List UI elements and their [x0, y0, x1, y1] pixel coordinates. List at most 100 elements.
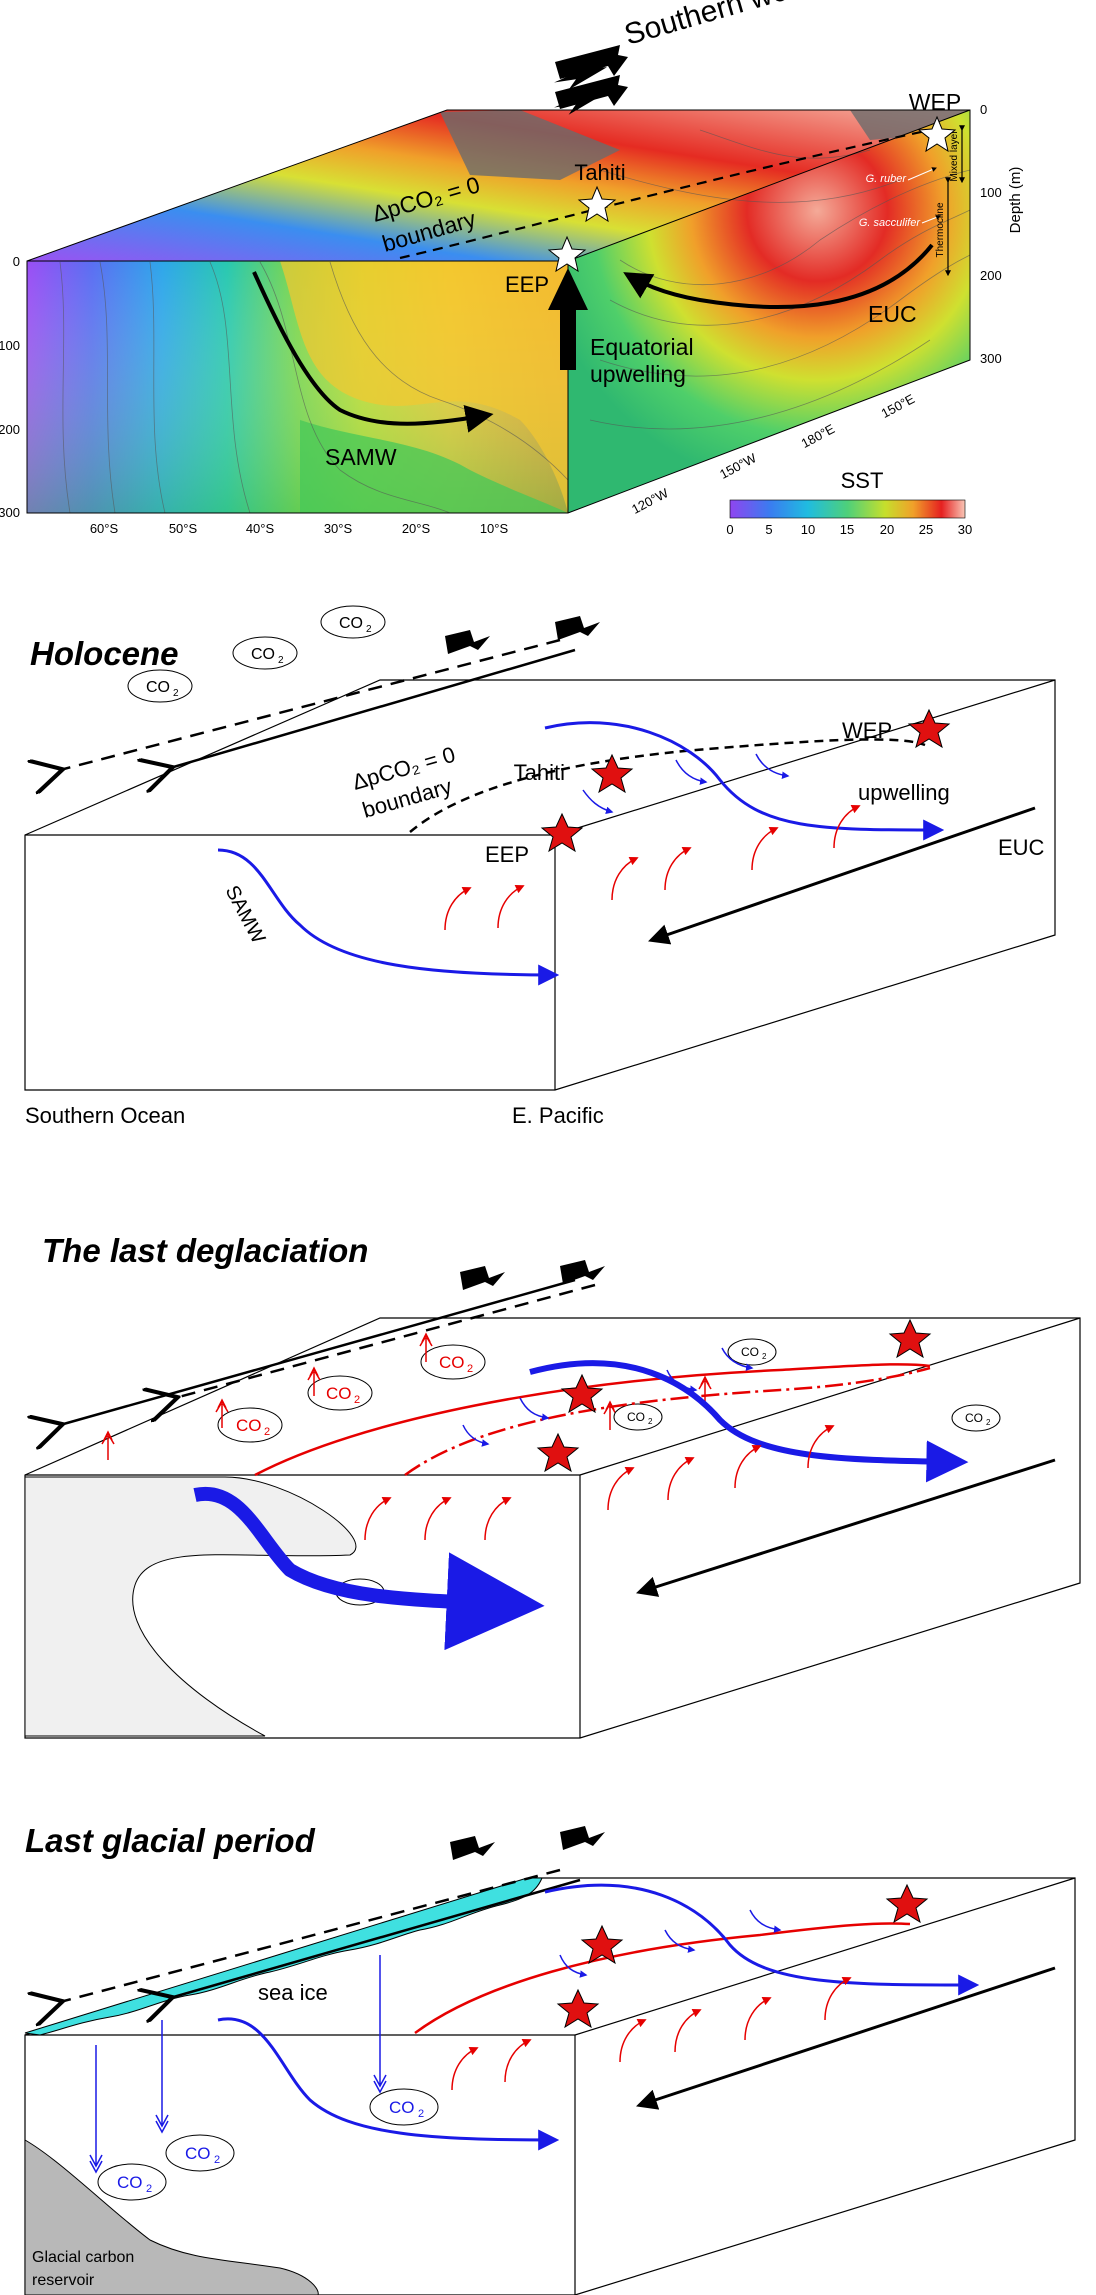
co2-subscript: 2	[986, 1418, 991, 1427]
co2-bubble-red: CO 2	[420, 1344, 486, 1380]
samw-arrow	[252, 271, 494, 433]
wind-arrow-icon	[554, 67, 607, 90]
mixed-layer-label: Mixed layer	[949, 130, 960, 182]
longitude-tick: 120°W	[629, 485, 671, 517]
co2-bubble-blue: CO 2	[369, 2088, 439, 2126]
co2-bubble-small: CO 2	[613, 1403, 663, 1431]
longitude-tick: 180°E	[799, 421, 838, 451]
star-tahiti	[590, 753, 634, 794]
samw-arrow	[193, 1486, 545, 1651]
boundary-line-red	[414, 1922, 911, 2035]
co2-text: CO	[146, 679, 170, 696]
wind-dashed-arrow	[60, 1868, 561, 2002]
depth-axis-label: Depth (m)	[1007, 167, 1024, 234]
eep-label: EEP	[505, 272, 549, 297]
colorbar-tick: 20	[880, 522, 894, 537]
outgassing-arrows	[101, 1332, 712, 1460]
panel4-box	[24, 1877, 1076, 2295]
right-depth-tick: 300	[980, 351, 1002, 366]
star-eep	[547, 235, 587, 273]
samw-label: SAMW	[325, 444, 397, 470]
colorbar-tick: 30	[958, 522, 972, 537]
co2-bubble-small: CO 2	[727, 1338, 777, 1366]
wind-solid-arrow	[170, 1878, 581, 1998]
latitude-tick: 60°S	[90, 521, 119, 536]
euc-arrow	[635, 1458, 1056, 1597]
euc-arrow	[623, 243, 934, 310]
longitude-tick: 150°E	[879, 391, 918, 421]
co2-subscript: 2	[354, 1394, 360, 1406]
right-depth-axis: 0 100 200 300 Depth (m) Mixed layer Ther…	[859, 102, 1024, 366]
upwelling-label: upwelling	[858, 780, 950, 805]
tahiti-label: Tahiti	[574, 160, 625, 185]
land-mass	[440, 110, 620, 180]
star	[888, 1318, 932, 1359]
wep-label: WEP	[842, 718, 892, 743]
euc-arrow	[648, 806, 1036, 945]
wep-label: WEP	[909, 89, 961, 115]
colorbar-title: SST	[841, 468, 884, 493]
panel4-title: Last glacial period	[25, 1822, 316, 1859]
glacial-carbon-reservoir	[24, 2139, 319, 2295]
left-depth-axis: 0 100 200 300	[0, 254, 20, 520]
wind-arrow-icon	[460, 1266, 505, 1290]
wind-arrow-icon	[560, 1826, 605, 1850]
co2-subscript: 2	[366, 624, 372, 635]
wind-arrow-icon	[445, 630, 490, 654]
latitude-tick: 30°S	[324, 521, 353, 536]
samw-arrow	[217, 2017, 560, 2151]
star	[580, 1924, 624, 1965]
longitude-tick: 150°W	[717, 450, 759, 482]
panel3-box	[24, 1317, 1081, 1739]
right-depth-tick: 100	[980, 185, 1002, 200]
co2-sink-arrows	[89, 1955, 387, 2174]
colorbar-tick: 25	[919, 522, 933, 537]
co2-subscript: 2	[762, 1352, 767, 1361]
upwelling-label-1: Equatorial	[590, 334, 694, 360]
co2-subscript: 2	[467, 1363, 473, 1375]
star-wep	[917, 115, 957, 153]
co2-text: CO	[326, 1384, 352, 1403]
co2-bubble: CO 2	[320, 605, 386, 639]
upwelling-label-2: upwelling	[590, 361, 686, 387]
co2-subscript: 2	[264, 1426, 270, 1438]
panel1-sst-section: 0 100 200 300 60°S 50°S 40°S 30°S 20°S 1…	[0, 0, 1024, 537]
westerlies-label: Southern westries	[621, 0, 861, 52]
euc-arrow	[636, 1966, 1056, 2110]
contour-lines	[59, 129, 971, 514]
co2-subscript: 2	[278, 655, 284, 666]
panel2-box	[24, 679, 1056, 1091]
sea-ice-label: sea ice	[258, 1980, 328, 2005]
co2-text: CO	[339, 615, 363, 632]
star-eep	[540, 812, 584, 853]
co2-subscript: 2	[418, 2108, 424, 2120]
tahiti-label: Tahiti	[514, 760, 565, 785]
wind-arrow-icon	[450, 1836, 495, 1860]
wind-arrow-icon	[560, 1260, 605, 1284]
latitude-tick: 20°S	[402, 521, 431, 536]
euc-label: EUC	[998, 835, 1045, 860]
co2-text: CO	[389, 2098, 415, 2117]
pco2-boundary-line	[399, 128, 931, 260]
right-depth-tick: 0	[980, 102, 987, 117]
panel2-holocene: Holocene CO 2 CO 2 CO 2 ΔpCO₂ = 0 bou	[24, 605, 1056, 1128]
colorbar-tick: 0	[726, 522, 733, 537]
wind-dashed-arrow	[60, 638, 561, 770]
co2-text: CO	[741, 1345, 759, 1359]
left-depth-tick: 100	[0, 338, 20, 353]
co2-bubble: CO 2	[232, 636, 298, 670]
colorbar-tick: 15	[840, 522, 854, 537]
colorbar-gradient	[729, 499, 966, 519]
upwelling-arrows	[451, 1976, 852, 2091]
panel3-title: The last deglaciation	[42, 1232, 368, 1269]
co2-text: CO	[439, 1353, 465, 1372]
southern-ocean-label: Southern Ocean	[25, 1103, 185, 1128]
glacial-reservoir-label-2: reservoir	[32, 2272, 95, 2289]
panel4-glacial: Last glacial period sea ice Glacial carb…	[24, 1822, 1076, 2295]
left-depth-tick: 300	[0, 505, 20, 520]
star	[556, 1988, 600, 2029]
co2-subscript: 2	[214, 2154, 220, 2166]
latitude-tick: 50°S	[169, 521, 198, 536]
left-depth-tick: 200	[0, 422, 20, 437]
